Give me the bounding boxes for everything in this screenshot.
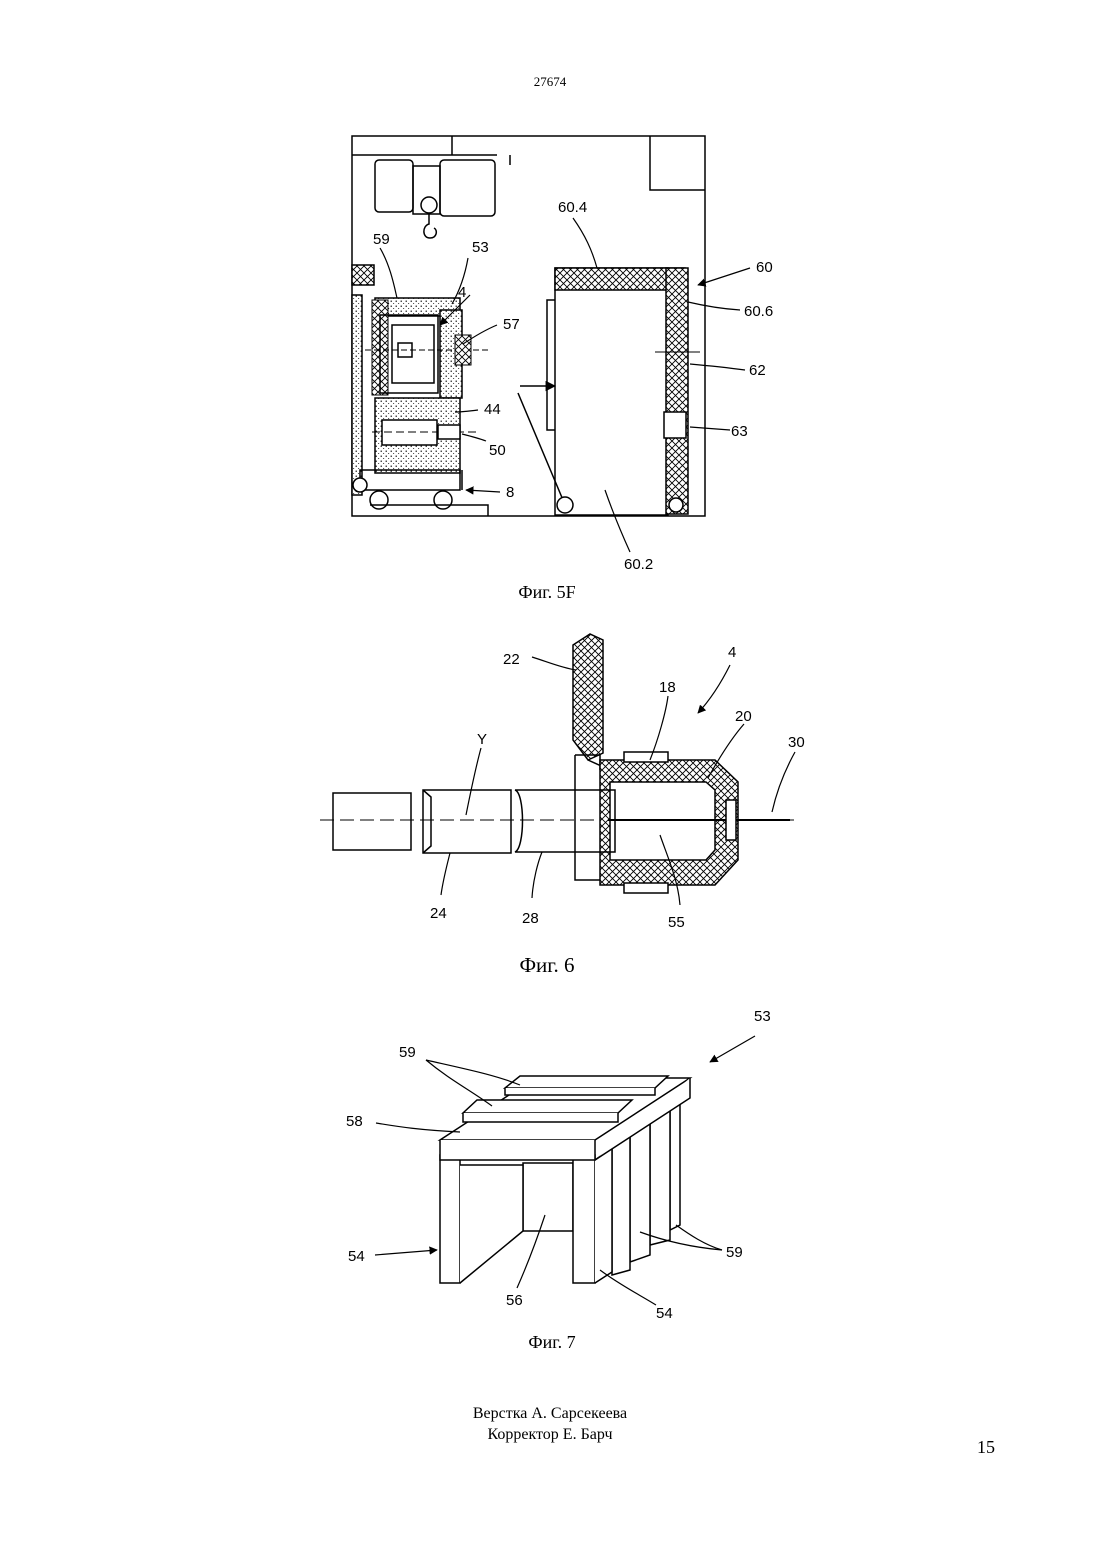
label-60: 60: [756, 259, 773, 276]
figure-7-drawing: [440, 1076, 690, 1283]
label-22: 22: [503, 651, 520, 668]
figure-6-drawing: [320, 634, 800, 893]
label-50: 50: [489, 442, 506, 459]
label-59-right: 59: [726, 1244, 743, 1261]
label-59-top: 59: [399, 1044, 416, 1061]
label-63: 63: [731, 423, 748, 440]
label-53: 53: [472, 239, 489, 256]
label-20: 20: [735, 708, 752, 725]
label-28: 28: [522, 910, 539, 927]
figure-5f-drawing: [352, 136, 705, 516]
label-4: 4: [458, 284, 466, 301]
label-30: 30: [788, 734, 805, 751]
label-y: Y: [477, 731, 487, 748]
label-18: 18: [659, 679, 676, 696]
label-58: 58: [346, 1113, 363, 1130]
figure-5f-labels: 60.4 59 53 4 57 44 50 8 60 60.6 62 63 60…: [373, 199, 773, 573]
figure-5f-caption: Фиг. 5F: [447, 582, 647, 603]
label-24: 24: [430, 905, 447, 922]
label-60-6: 60.6: [744, 303, 773, 320]
label-56: 56: [506, 1292, 523, 1309]
label-62: 62: [749, 362, 766, 379]
label-44: 44: [484, 401, 501, 418]
label-60-2: 60.2: [624, 556, 653, 573]
label-60-4: 60.4: [558, 199, 587, 216]
label-53: 53: [754, 1008, 771, 1025]
figure-6-caption: Фиг. 6: [447, 953, 647, 978]
label-57: 57: [503, 316, 520, 333]
page-number: 15: [977, 1437, 995, 1458]
label-54-right: 54: [656, 1305, 673, 1322]
label-4: 4: [728, 644, 736, 661]
figure-7-caption: Фиг. 7: [452, 1332, 652, 1353]
label-59: 59: [373, 231, 390, 248]
label-8: 8: [506, 484, 514, 501]
footer-layout: Верстка А. Сарсекеева: [0, 1403, 1100, 1424]
label-54-left: 54: [348, 1248, 365, 1265]
label-55: 55: [668, 914, 685, 931]
footer-corrector: Корректор Е. Барч: [0, 1424, 1100, 1445]
